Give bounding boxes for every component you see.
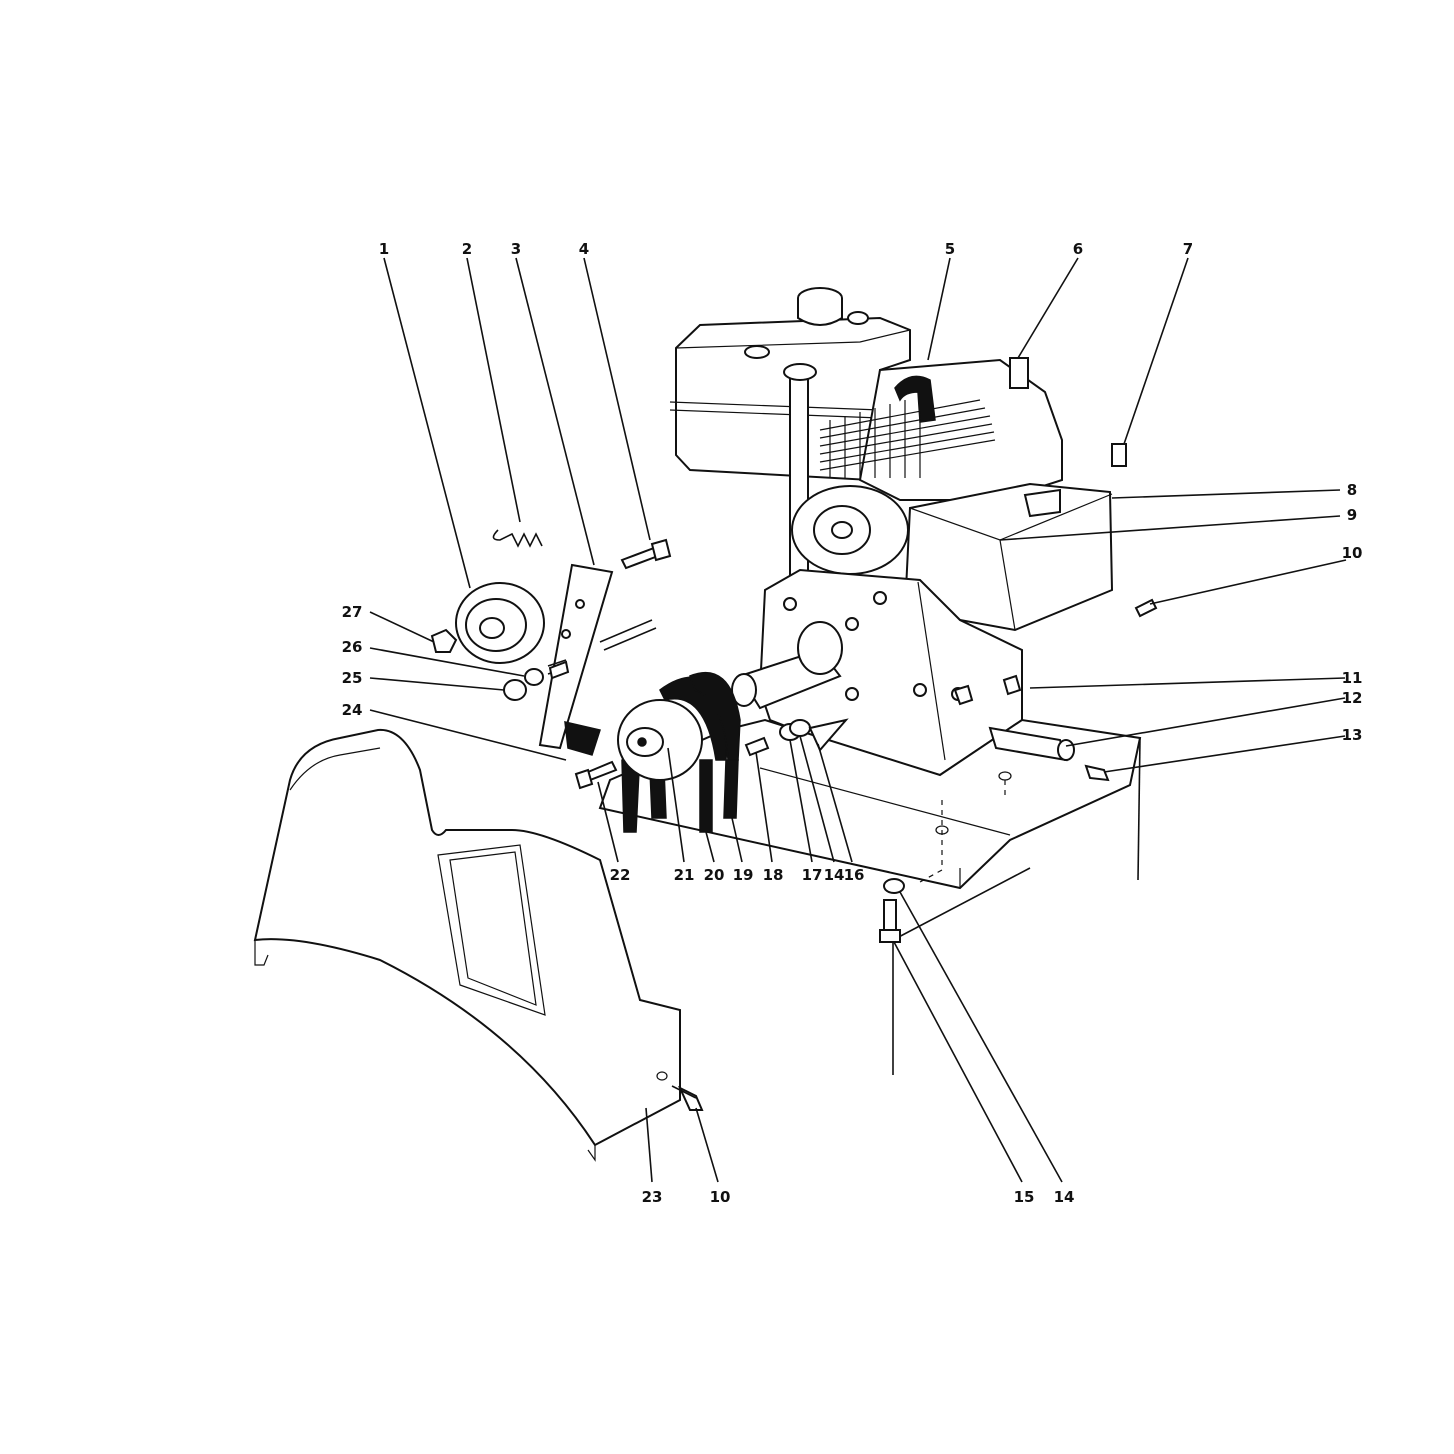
bolt-22 [586,760,618,782]
callout-25: 25 [342,669,363,687]
belt-cover [253,728,681,1162]
callout-6: 6 [1073,240,1083,258]
callout-19: 19 [733,866,754,884]
bolt-4 [620,546,660,570]
leader-24 [369,709,567,761]
belt-middle [699,759,713,833]
callout-10-upper: 10 [1342,544,1363,562]
callout-20: 20 [704,866,725,884]
leader-21 [667,747,685,863]
leader-22 [597,781,619,863]
leader-14a [799,735,835,863]
callout-1: 1 [379,240,389,258]
leader-27 [369,611,435,643]
callout-24: 24 [342,701,363,719]
callout-13: 13 [1342,726,1363,744]
callout-8: 8 [1347,481,1357,499]
callout-2: 2 [462,240,472,258]
leader-9 [999,515,1341,541]
leader-19 [731,817,743,863]
drive-pulley-and-belts [617,671,741,833]
callout-22: 22 [610,866,631,884]
belt-guard [253,728,681,1147]
callout-12: 12 [1342,689,1363,707]
decal-6 [1009,357,1029,389]
callout-16: 16 [844,866,865,884]
callout-23: 23 [642,1188,663,1206]
leader-17 [789,739,813,863]
washer-26 [524,668,544,686]
leader-7 [1123,257,1189,445]
decal-7 [1111,443,1127,467]
leader-10b [695,1107,719,1183]
bolt-10-upper [1134,598,1158,618]
callout-26: 26 [342,638,363,656]
callout-10-lower: 10 [710,1188,731,1206]
callout-14-upper: 14 [824,866,845,884]
leader-10a [1149,559,1347,605]
leader-12 [1065,697,1346,747]
idler-bracket [538,563,614,750]
callout-7: 7 [1183,240,1193,258]
leader-25 [369,677,505,691]
leader-5 [927,257,951,361]
leader-6 [1017,257,1079,359]
bushing-25 [503,679,527,701]
bolt-18 [744,736,770,757]
bolt-13 [1084,764,1110,782]
callout-27: 27 [342,603,363,621]
callout-4: 4 [579,240,589,258]
leader-20 [705,831,715,863]
callout-17: 17 [802,866,823,884]
bolt-15 [883,899,897,931]
washer-14-lower [883,878,905,894]
leader-26 [369,647,525,677]
callout-9: 9 [1347,506,1357,524]
leader-lines [369,257,1347,1183]
belt-guard-window [437,844,546,1016]
leader-13 [1103,735,1346,773]
nut-11 [953,684,974,706]
callout-15: 15 [1014,1188,1035,1206]
callout-21: 21 [674,866,695,884]
clip-16 [808,718,849,752]
leader-2 [466,257,521,523]
leader-14b [899,891,1063,1183]
callout-5: 5 [945,240,955,258]
leader-3 [515,257,595,566]
callout-14-lower: 14 [1054,1188,1075,1206]
leader-8 [1111,489,1341,499]
callout-3: 3 [511,240,521,258]
leader-11 [1029,677,1346,689]
leader-23 [645,1107,653,1183]
leader-4 [583,257,651,541]
cooling-fins [819,396,996,478]
leader-1 [383,257,471,589]
callout-18: 18 [763,866,784,884]
spark-plug-boot [894,375,936,423]
callout-labels: 1 2 3 4 5 6 7 8 9 10 11 12 13 27 26 25 2… [342,240,1363,1206]
idler-bracket-assembly [430,529,672,756]
leader-15 [893,941,1023,1183]
leader-16 [817,743,853,863]
belt-front [723,759,739,819]
nut-27 [430,628,458,653]
callout-11: 11 [1342,669,1363,687]
idler-spring [492,529,543,548]
choke-knob [1023,488,1061,518]
leader-18 [755,751,773,863]
lockwasher-14 [789,719,811,737]
